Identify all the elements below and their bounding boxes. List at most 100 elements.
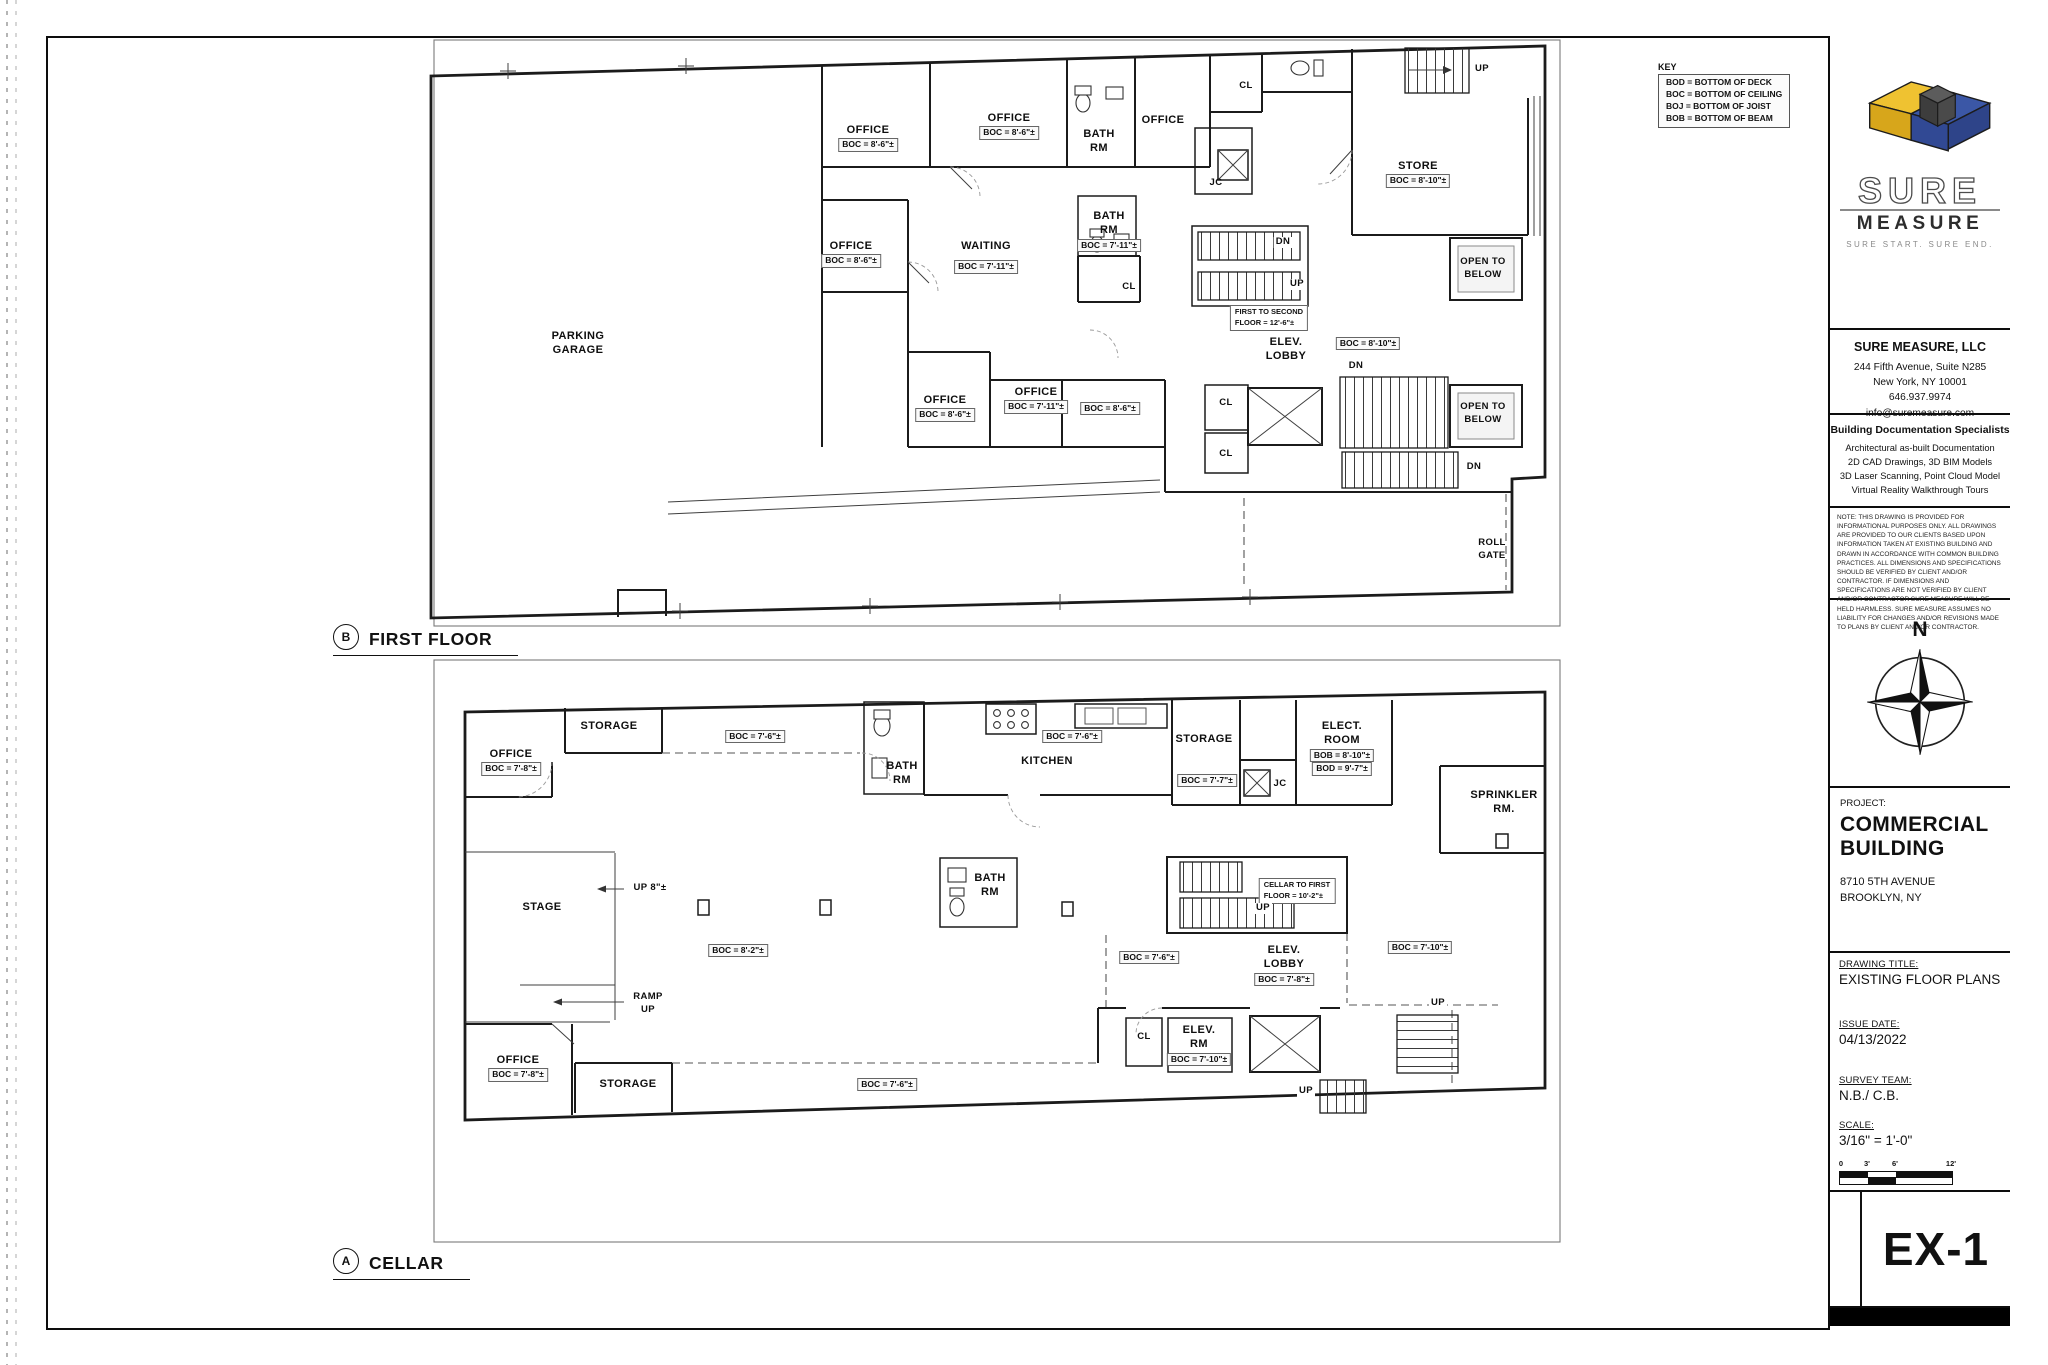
services-title: Building Documentation Specialists <box>1830 424 2010 436</box>
stair-cellar-to-first-icon <box>1166 856 1348 934</box>
stair-up-bottom-icon <box>1319 1079 1367 1114</box>
kitchen-counter-icons <box>985 703 1168 735</box>
margin-registration-marks <box>15 0 17 1365</box>
margin-registration-marks <box>6 0 8 1365</box>
revision-column <box>1830 1192 1862 1306</box>
room-label-storage: STORAGE <box>599 1078 657 1090</box>
drawing-title-value: EXISTING FLOOR PLANS <box>1839 972 2001 987</box>
room-label-kitchen: KITCHEN <box>1021 755 1073 767</box>
scale-value: 3/16" = 1'-0" <box>1839 1133 1913 1148</box>
boc-note: BOC = 7'-6"± <box>725 730 785 744</box>
project-section: PROJECT: COMMERCIAL BUILDING 8710 5TH AV… <box>1830 788 2010 953</box>
boc-note: BOC = 8'-2"± <box>708 944 768 958</box>
sheet-number-section: EX-1 <box>1830 1192 2010 1308</box>
issue-date-value: 04/13/2022 <box>1839 1032 1907 1047</box>
room-label-jc: JC <box>1209 177 1223 188</box>
company-phone: 646.937.9974 <box>1888 392 1952 404</box>
boc-note: BOC = 8'-10"± <box>1335 337 1401 351</box>
brand-tagline: SURE START. SURE END. <box>1846 240 1994 249</box>
north-arrow-section: N <box>1830 600 2010 788</box>
brand-sure: SURE <box>1858 172 1982 211</box>
stage-up-arrow <box>597 885 624 893</box>
north-letter: N <box>1912 618 1928 641</box>
stair-direction-label: UP <box>1254 902 1272 914</box>
room-label-jc: JC <box>1273 778 1287 789</box>
room-label-elev-lobby: ELEV.LOBBY <box>1265 336 1307 363</box>
cellar-title: A CELLAR <box>333 1248 470 1280</box>
company-email: info@suremeasure.com <box>1865 407 1975 419</box>
brand-measure: MEASURE <box>1857 213 1984 234</box>
company-info-section: SURE MEASURE, LLC 244 Fifth Avenue, Suit… <box>1830 330 2010 419</box>
scale-label: SCALE: <box>1839 1120 1874 1131</box>
plan-title-text: FIRST FLOOR <box>369 629 493 649</box>
ramp-up-arrow <box>553 998 624 1006</box>
sheet-number: EX-1 <box>1882 1223 1990 1275</box>
project-label: PROJECT: <box>1840 798 1886 809</box>
room-label-closet: CL <box>1137 1031 1151 1042</box>
room-label-closet: CL <box>1122 281 1136 292</box>
janitor-closet-icon <box>1243 769 1271 797</box>
stair-up-right-icon <box>1396 1014 1459 1074</box>
elevator-shaft-icon <box>1247 387 1323 446</box>
disclaimer-note-section: NOTE: THIS DRAWING IS PROVIDED FOR INFOR… <box>1830 508 2010 631</box>
stair-direction-label: DN <box>1273 236 1293 248</box>
first-floor-title: B FIRST FLOOR <box>333 624 519 656</box>
key-box: BOD = BOTTOM OF DECK BOC = BOTTOM OF CEI… <box>1658 74 1791 128</box>
plan-title-text: CELLAR <box>369 1253 444 1273</box>
room-label-closet: CL <box>1219 397 1233 408</box>
drawing-title-label: DRAWING TITLE: <box>1839 959 1919 970</box>
stair-down-bottom-icon <box>1341 451 1459 489</box>
stair-direction-label: UP <box>1297 1085 1315 1097</box>
sure-measure-logo-icon <box>1867 81 1992 152</box>
room-label-stage: STAGE <box>522 901 562 913</box>
stair-direction-label: DN <box>1346 360 1366 372</box>
cellar-plan <box>433 659 1561 1243</box>
survey-team-label: SURVEY TEAM: <box>1839 1075 1912 1086</box>
room-label-closet: CL <box>1239 80 1253 91</box>
project-name: BUILDING <box>1840 837 1945 861</box>
stair-up-top-icon <box>1404 47 1470 94</box>
boc-note: BOC = 7'-6"± <box>1042 730 1102 744</box>
stair-down-right-icon <box>1339 376 1449 449</box>
elevator-shaft-icon <box>1249 1015 1321 1073</box>
title-block: SURE MEASURE SURE START. SURE END. SURE … <box>1828 36 2010 1330</box>
stage-up-label: UP 8"± <box>633 882 667 893</box>
services-section: Building Documentation Specialists Archi… <box>1830 415 2010 508</box>
room-label-office: OFFICE <box>1141 114 1185 126</box>
column-icons <box>697 899 1074 917</box>
mid-bathroom-icon <box>939 857 1018 928</box>
north-compass-icon <box>1867 649 1973 755</box>
section-marker-circle: B <box>333 624 359 650</box>
open-to-below-icon <box>1449 237 1523 448</box>
issue-date-label: ISSUE DATE: <box>1839 1019 1900 1030</box>
bottom-black-bar <box>1830 1308 2010 1326</box>
stair-direction-label: DN <box>1464 461 1484 473</box>
section-marker-circle: A <box>333 1248 359 1274</box>
stair-direction-label: UP <box>1473 63 1491 75</box>
stair-direction-label: UP <box>1288 278 1306 290</box>
boc-note: BOC = 7'-10"± <box>1387 941 1453 955</box>
survey-team-value: N.B./ C.B. <box>1839 1088 1900 1103</box>
company-address: 244 Fifth Avenue, Suite N285 <box>1853 361 1987 373</box>
company-name: SURE MEASURE, LLC <box>1854 340 1986 354</box>
